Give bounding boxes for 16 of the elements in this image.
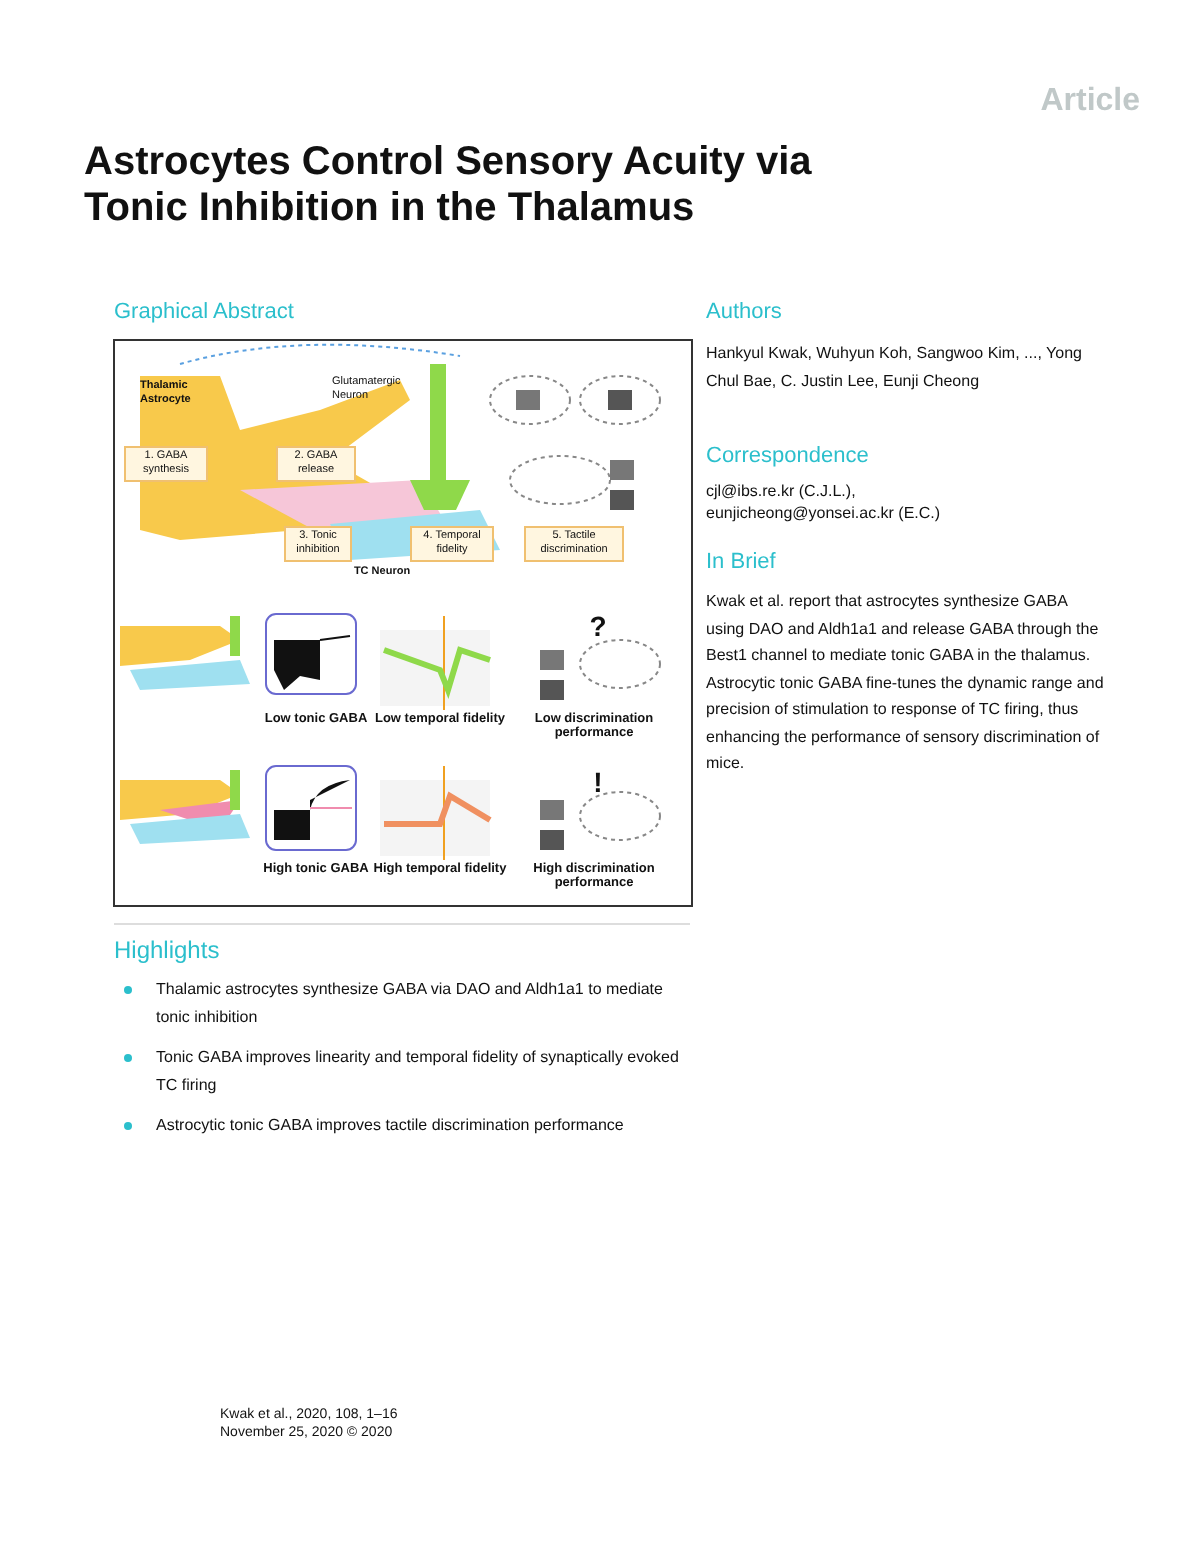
- summary-paragraph: Kwak et al. report that astrocytes synthesize GABA using DAO and Aldh1a1 and release GABA through the Best1 channel to mediate tonic GABA in the thalamus. Astrocytic tonic GABA fine-tunes the dynamic range and precision of stimulation to response of TC firing, thus enhancing the performance of sensory discrimination of mice.: [706, 590, 1106, 776]
- article-type: Article: [1038, 84, 1140, 120]
- section-heading: Graphical Abstract: [114, 300, 296, 324]
- question-mark: ?: [587, 610, 609, 642]
- email-link: cjl@ibs.re.kr (C.J.L.),: [706, 480, 858, 502]
- section-heading: Highlights: [114, 936, 222, 964]
- highlight-text: Astrocytic tonic GABA improves tactile discrimination performance: [156, 1114, 626, 1138]
- exclamation-mark: !: [591, 766, 605, 798]
- highlight-text: Thalamic astrocytes synthesize GABA via DAO and Aldh1a1 to mediate tonic inhibition: [156, 978, 665, 1029]
- email-link: eunjicheong@yonsei.ac.kr (E.C.): [706, 502, 943, 524]
- highlight-text: Tonic GABA improves linearity and temporal fidelity of synaptically evoked TC firing: [156, 1046, 681, 1098]
- article-title: Astrocytes Control Sensory Acuity via Tonic Inhibition in the Thalamus: [84, 140, 814, 232]
- section-heading: In Brief: [706, 550, 778, 574]
- section-heading: Correspondence: [706, 444, 871, 468]
- section-heading: Authors: [706, 300, 784, 324]
- author-list: Hankyul Kwak, Wuhyun Koh, Sangwoo Kim, ..., Yong Chul Bae, C. Justin Lee, Eunji Cheong: [706, 340, 1106, 394]
